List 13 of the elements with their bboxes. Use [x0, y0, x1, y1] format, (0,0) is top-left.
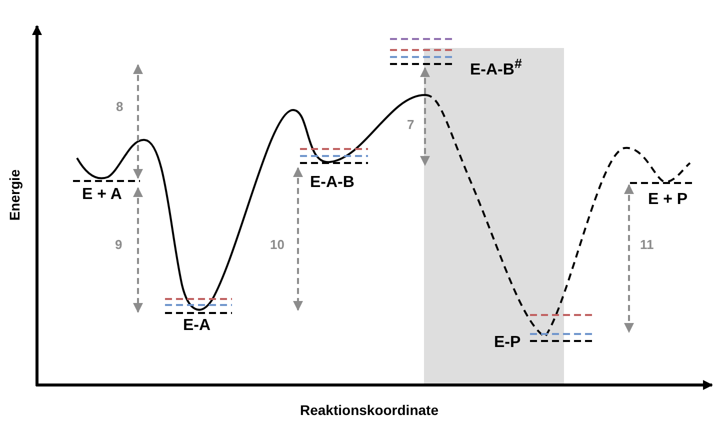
- energy-difference-number: 11: [640, 238, 654, 251]
- state-label: E-A-B$^{#}$: [470, 57, 522, 78]
- axis-title: Reaktionskoordinate: [300, 403, 438, 417]
- energy-difference-number: 7: [407, 118, 414, 131]
- state-label: E-A: [183, 318, 211, 334]
- energy-difference-number: 8: [116, 100, 124, 113]
- state-label: E + P: [648, 192, 688, 208]
- energy-difference-number: 10: [270, 238, 284, 251]
- energy-difference-number: 9: [115, 238, 122, 251]
- axis-title: Energie: [7, 169, 22, 221]
- state-label: E + A: [82, 187, 122, 203]
- state-label: E-P: [494, 335, 521, 351]
- state-label: E-A-B: [310, 175, 354, 191]
